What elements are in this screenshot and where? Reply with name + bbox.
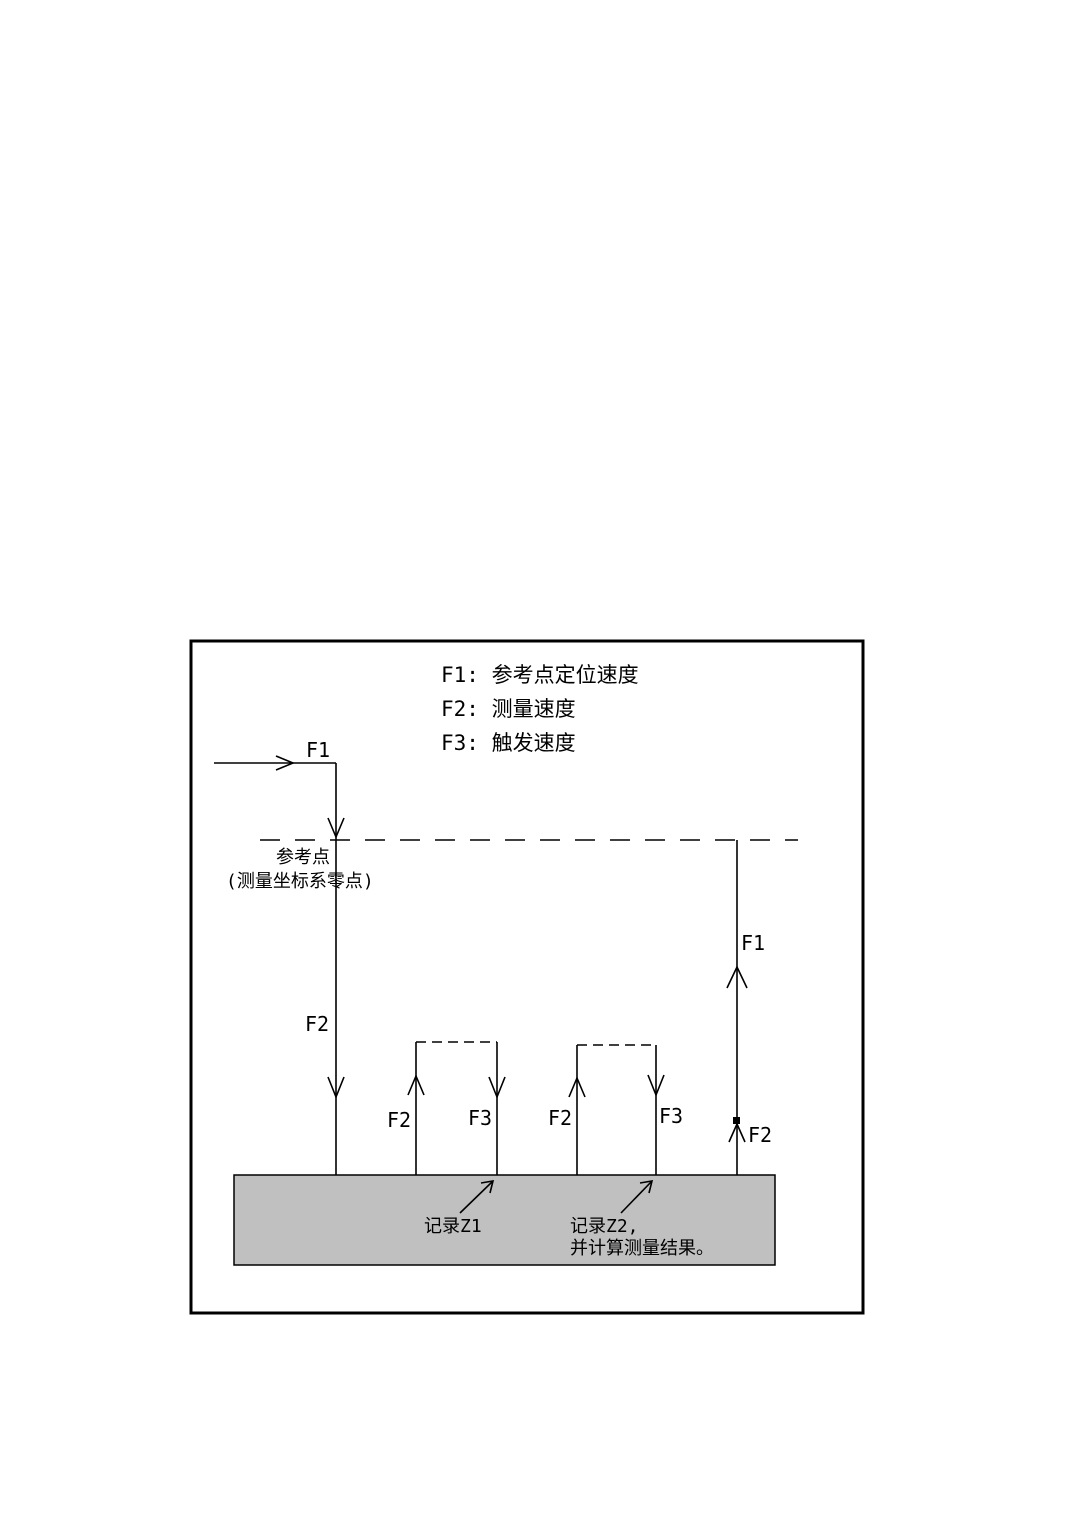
diagram-frame: [189, 639, 865, 1315]
label-descend-f2: F2: [305, 1012, 329, 1036]
probe2-up-arrowhead: [568, 1075, 586, 1098]
probe1-up-arrowhead: [407, 1073, 425, 1096]
workpiece: [233, 1174, 776, 1266]
label-retract-f1: F1: [741, 931, 765, 955]
label-retract-f2: F2: [748, 1123, 772, 1147]
record-z1-pointer-head: [480, 1180, 495, 1194]
record-z2-pointer: [620, 1180, 653, 1214]
legend-f2: F2: 测量速度: [441, 697, 576, 721]
record-z2-label-line2: 并计算测量结果。: [570, 1238, 714, 1259]
record-z1-label: 记录Z1: [424, 1216, 482, 1237]
approach-arrowhead: [275, 755, 296, 771]
descent-arrowhead-top: [327, 817, 345, 840]
record-z2-label-line1: 记录Z2,: [570, 1216, 639, 1237]
probe1-down-arrowhead: [488, 1076, 506, 1100]
legend-f1: F1: 参考点定位速度: [441, 663, 639, 687]
reference-point-label: 参考点: [276, 847, 330, 868]
reference-point-note: (测量坐标系零点): [226, 871, 374, 892]
label-probe1-f2: F2: [387, 1108, 411, 1132]
retract-switch-point: [733, 1117, 740, 1124]
retract-arrowhead-upper: [726, 965, 748, 989]
record-z2-pointer-head: [639, 1180, 654, 1194]
label-probe2-f3: F3: [659, 1104, 683, 1128]
probe2-down-arrowhead: [647, 1074, 665, 1098]
record-z1-pointer: [459, 1180, 494, 1214]
label-probe1-f3: F3: [468, 1106, 492, 1130]
label-probe2-f2: F2: [548, 1106, 572, 1130]
legend-f3: F3: 触发速度: [441, 731, 576, 755]
label-approach-f1: F1: [306, 738, 330, 762]
descent-arrowhead-bottom: [327, 1076, 345, 1100]
